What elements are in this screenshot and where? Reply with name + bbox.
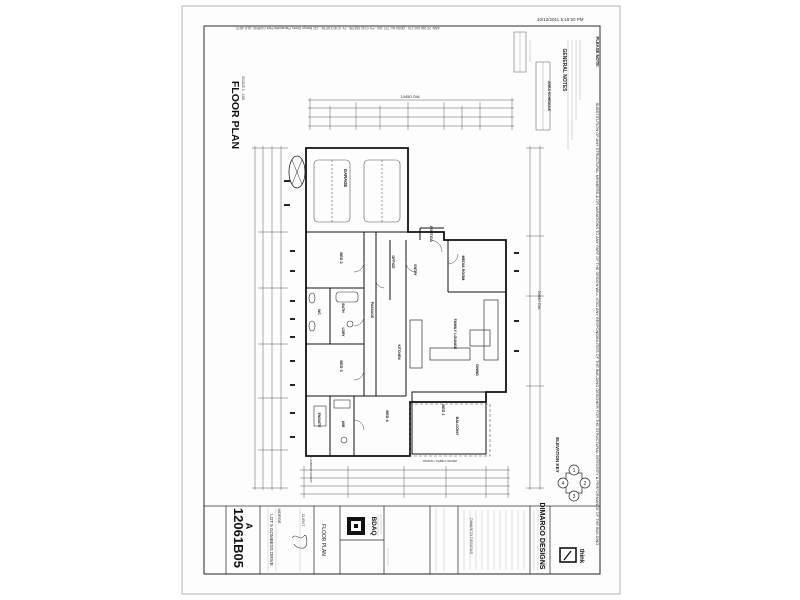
designer-name-text: DIMARCO DESIGNS [538,503,545,570]
room-label-office: OFFICE [391,255,395,269]
floor-plan-scale: SCALE 1 : 100 [241,76,245,100]
client-label: CLIENT [301,514,305,527]
bdaq-text-lines [377,514,389,566]
room-label-bath: BATH [341,303,345,313]
title-block [203,505,601,575]
address-line2-text: MORGE [277,508,282,523]
overall-width-dim: 14450 O/A [400,94,419,99]
room-label-media-room: MEDIA ROOM [461,256,465,281]
garage-cars [313,159,401,223]
room-label-family-lounge: FAMILY LOUNGE [453,319,457,350]
room-label-bed3: BED 3 [339,360,343,371]
company-header-text: ABN: 25 348 602 176 - QBSA No. 757 106 -… [236,26,439,30]
room-label-wir: WIR [341,421,345,428]
room-label-portico: PORTICO [429,226,433,242]
dimension-lines [252,98,544,498]
sheet-number-text: B05 [231,544,246,568]
area-schedule-title: AREA SCHEDULE [547,81,551,112]
door-swings [353,239,459,431]
overall-depth-dim: 20660 O/A [537,290,542,309]
timestamp-text: 10/12/2011 5:18:50 PM [537,17,584,22]
elevation-number-2: 2 [584,481,587,487]
room-label-bed2: BED 2 [339,252,343,263]
room-label-kitchen: KITCHEN [397,344,401,360]
wet-area-fixtures [308,291,359,444]
balcony-outline [409,403,491,457]
elevation-marker-2 [579,477,591,489]
elevation-number-4: 4 [562,481,565,487]
designer-name-small: DIMARCO DESIGNS [469,518,473,555]
interior-walls [306,227,506,456]
signature [291,535,308,549]
general-notes-lines [525,40,581,150]
room-label-laundry-entry: LAUNDRY ENTRY [309,457,313,482]
room-label-bed4: BED 4 [385,410,389,422]
room-label-dining: DINING [475,364,479,376]
window-tags [284,180,519,438]
room-labels: GARAGE OFFICE PORTICO ENTRY MEDIA ROOM B… [309,169,479,483]
room-label-dining-family-room: DINING / FAMILY ROOM [423,459,457,463]
elevation-key: ELEVATION KEY 1 2 3 4 [555,437,591,502]
room-label-entry: ENTRY [413,264,417,276]
please-note-text: SUBSTITUTION OF ANY STRUCTURAL MEMBERS &… [595,103,600,546]
room-label-passage: PASSAGE [370,302,374,319]
elevation-marker-1 [568,464,580,476]
elevation-marker-4 [557,477,569,489]
room-label-wc: WC [317,309,321,315]
room-label-ldry: LDRY [341,327,345,337]
kitchen-fixtures [409,299,499,369]
room-label-ensuite: ENSUITE [317,413,321,428]
job-number-text: 12061 [231,508,246,544]
room-label-garage: GARAGE [343,169,348,188]
general-notes-title: GENERAL NOTES [561,49,567,93]
elevation-number-3: 3 [573,494,576,500]
floor-plan-title: FLOOR PLAN [229,81,241,149]
title-block-thin-lines [267,508,547,572]
bdaq-label: BDAQ [370,516,377,535]
room-label-bed1: BED 1 [441,404,445,415]
round-feature [288,155,306,189]
address-line1-text: LOT 5 GOMBESS DRIVE [269,514,274,565]
room-label-balcony: BALCONY [455,417,459,436]
think-label: think [578,549,584,564]
bdaq-logo: BDAQ [347,516,377,536]
revision-text: A [244,523,254,530]
please-note-label: PLEASE NOTE: [595,37,600,68]
drawing-title-text: FLOOR PLAN [320,524,326,556]
elevation-number-1: 1 [573,468,576,474]
think-logo: think [559,547,584,564]
elevation-marker-3 [568,490,580,502]
elevation-key-label: ELEVATION KEY [555,437,560,473]
